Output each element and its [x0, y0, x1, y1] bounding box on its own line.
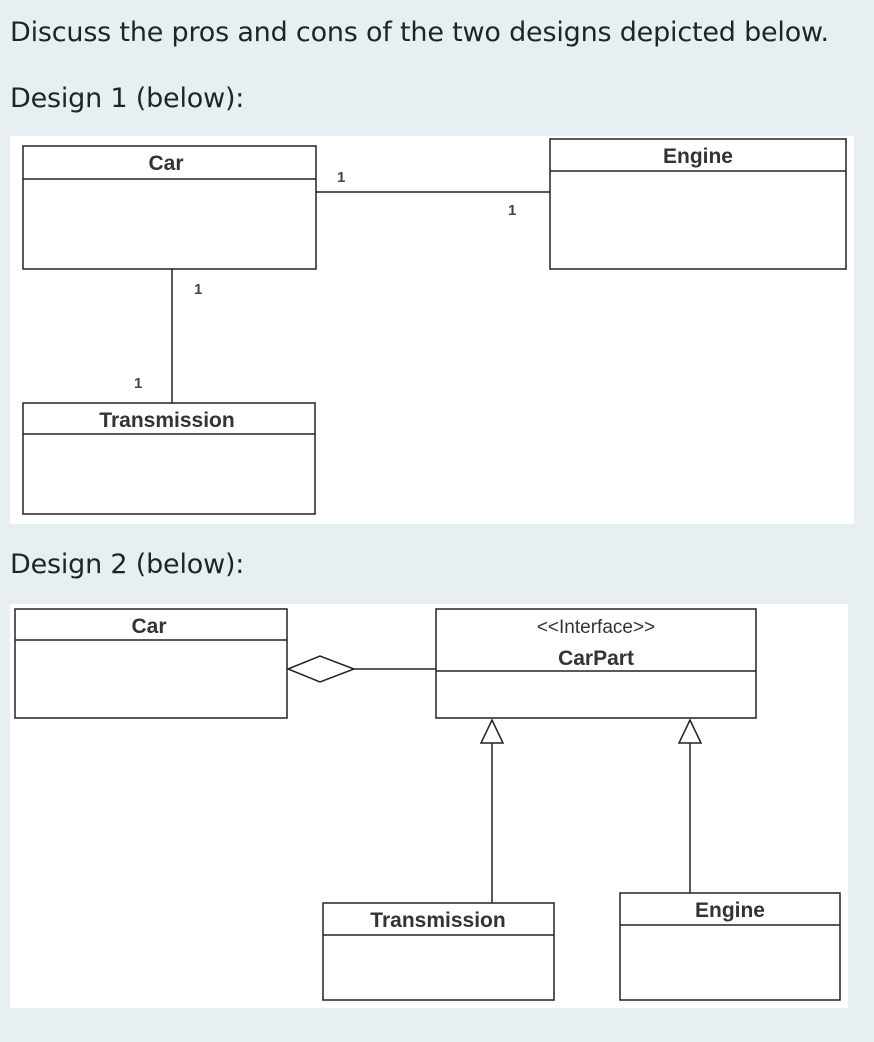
design1-diagram: Car Engine Transmission 1 1 1 1 [10, 136, 854, 524]
design2-car-box [14, 608, 288, 719]
design1-engine-class: Engine [549, 138, 847, 270]
design2-engine-class: Engine [619, 892, 841, 1001]
design1-car-name: Car [148, 152, 183, 175]
multiplicity-car-engine-car-end: 1 [337, 169, 345, 186]
design1-svg: Car Engine Transmission 1 1 1 1 [22, 138, 847, 515]
engine-realization-arrow [677, 718, 703, 744]
design2-transmission-name: Transmission [370, 909, 505, 932]
design2-transmission-box [322, 902, 555, 1001]
design1-engine-box [549, 138, 847, 270]
design2-car-name: Car [131, 615, 166, 638]
multiplicity-car-transmission-transmission-end: 1 [134, 375, 142, 392]
design2-carpart-box [435, 608, 757, 719]
design1-transmission-box [22, 402, 316, 515]
design1-transmission-class: Transmission [22, 402, 316, 515]
design2-car-class: Car [14, 608, 288, 719]
design2-carpart-interface: <<Interface>> CarPart [435, 608, 757, 719]
design1-engine-name: Engine [663, 145, 733, 168]
design2-engine-name: Engine [695, 899, 765, 922]
question-text: Discuss the pros and cons of the two des… [10, 17, 829, 48]
design2-carpart-name: CarPart [558, 647, 634, 670]
design2-engine-box [619, 892, 841, 1001]
design1-heading: Design 1 (below): [10, 83, 245, 114]
aggregation-diamond [286, 655, 357, 683]
design2-transmission-class: Transmission [322, 902, 555, 1001]
multiplicity-car-engine-engine-end: 1 [508, 202, 516, 219]
design1-car-box [22, 145, 317, 270]
design2-heading: Design 2 (below): [10, 549, 245, 580]
design2-svg: Car <<Interface>> CarPart Transmission E… [14, 608, 841, 1001]
multiplicity-car-transmission-car-end: 1 [194, 281, 202, 298]
design2-carpart-stereotype: <<Interface>> [537, 617, 655, 638]
design1-car-class: Car [22, 145, 317, 270]
design2-diagram: Car <<Interface>> CarPart Transmission E… [10, 604, 848, 1008]
design1-transmission-name: Transmission [99, 409, 234, 432]
transmission-realization-arrow [479, 718, 505, 744]
